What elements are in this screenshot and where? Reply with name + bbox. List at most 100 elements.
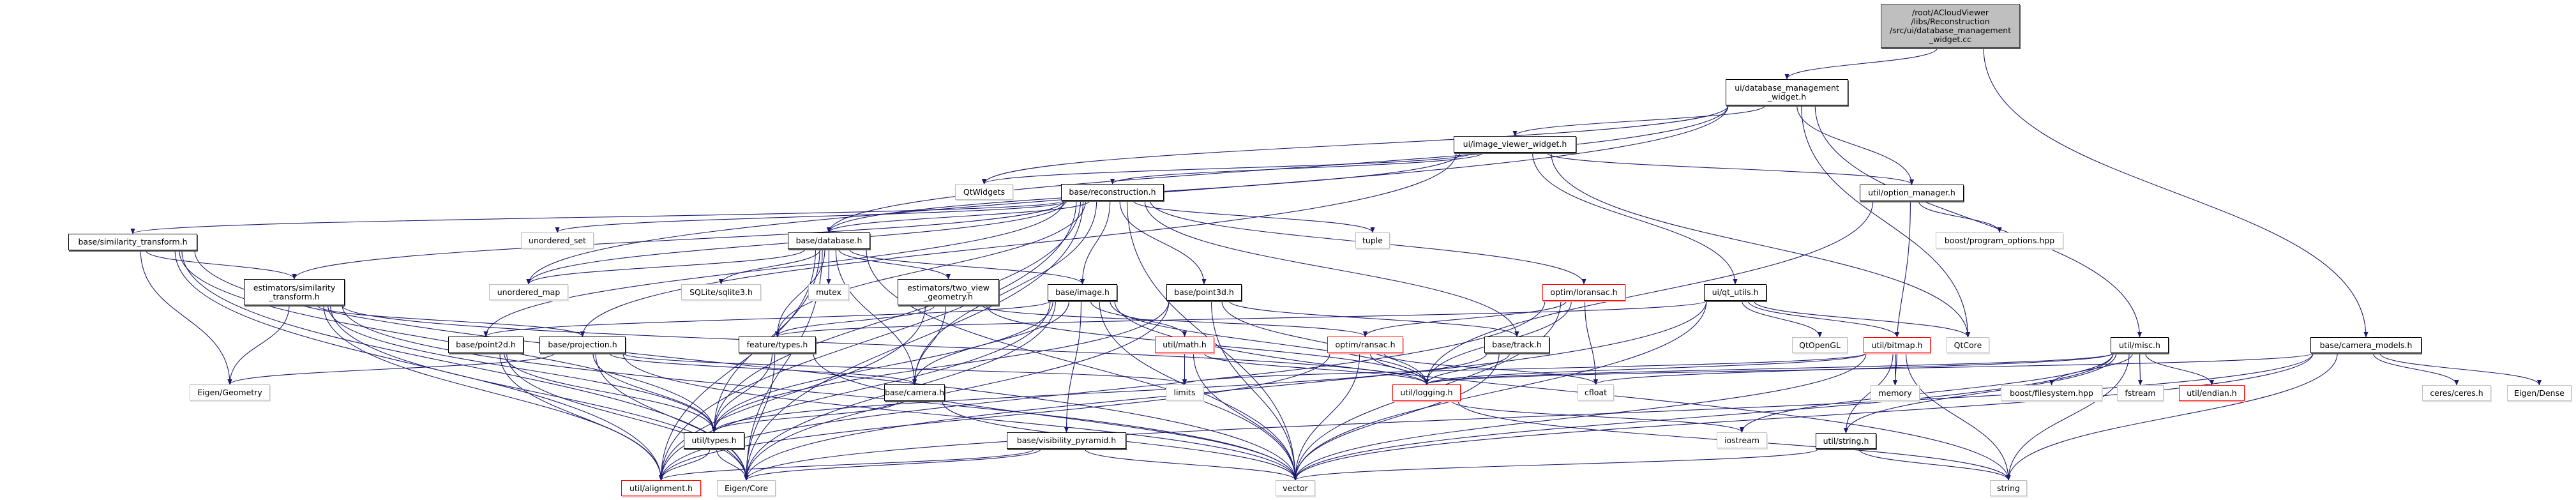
node-ransac[interactable]: optim/ransac.h	[1327, 337, 1403, 353]
node-image[interactable]: base/image.h	[1048, 284, 1117, 301]
node-misc[interactable]: util/misc.h	[2111, 337, 2169, 353]
edge-track-to-logging	[1424, 352, 1510, 385]
edge-ransac-to-cfloat	[1383, 352, 1598, 385]
edge-ftypes-to-types	[711, 352, 773, 433]
edge-estsim-to-alignment	[323, 305, 664, 481]
edge-vispyr-to-vector	[1084, 448, 1298, 481]
edge-misc-to-logging	[1424, 352, 2114, 385]
edge-projection-to-types	[592, 352, 717, 433]
edge-ustring-to-string	[1858, 448, 2011, 481]
edge-cammodels-to-ceres	[2372, 352, 2459, 386]
node-qtcore: QtCore	[1947, 337, 1989, 353]
node-bitmap[interactable]: util/bitmap.h	[1864, 337, 1931, 353]
edge-twoview-to-ftypes	[774, 305, 935, 337]
node-ivw[interactable]: ui/image_viewer_widget.h	[1454, 136, 1576, 153]
edge-twoview-to-alignment	[658, 305, 926, 481]
node-optmgr[interactable]: util/option_manager.h	[1860, 185, 1964, 201]
edge-recon-to-point3d	[1119, 200, 1207, 285]
node-alignment[interactable]: util/alignment.h	[621, 480, 701, 496]
edge-recon-to-eicore	[744, 200, 1084, 481]
edge-track-to-vector	[1293, 352, 1500, 481]
edge-database-to-unmap	[526, 248, 806, 285]
node-simtf[interactable]: base/similarity_transform.h	[68, 234, 197, 250]
edge-point2d-to-alignment	[499, 352, 664, 481]
edge-estsim-to-types	[328, 305, 717, 433]
edge-qtutils-to-bitmap	[1747, 300, 1900, 338]
edge-misc-to-string	[2006, 352, 2130, 481]
edge-bitmap-to-string	[1905, 352, 2011, 481]
edge-cammodels-to-eicore	[744, 352, 2314, 481]
edge-point3d-to-eicore	[744, 300, 1170, 481]
node-vispyr[interactable]: base/visibility_pyramid.h	[1007, 432, 1126, 449]
node-endian[interactable]: util/endian.h	[2179, 385, 2245, 401]
edge-estsim-to-projection	[317, 305, 585, 337]
edge-twoview-to-ransac	[981, 305, 1367, 337]
edge-simtf-to-eigeo	[140, 250, 232, 385]
edge-optmgr-to-memory	[1892, 201, 1911, 386]
node-root: /root/ACloudViewer /libs/Reconstruction …	[1881, 4, 2020, 48]
edge-image-to-vispyr	[1064, 300, 1082, 433]
edge-vispyr-to-eicore	[744, 448, 1041, 481]
edge-cammodels-to-logging	[1424, 352, 2314, 385]
edge-simtf-to-estsim	[145, 250, 297, 280]
node-cammodels[interactable]: base/camera_models.h	[2310, 337, 2422, 353]
node-ceres: ceres/ceres.h	[2422, 385, 2491, 401]
node-point2d[interactable]: base/point2d.h	[448, 337, 523, 353]
node-recon[interactable]: base/reconstruction.h	[1061, 184, 1164, 201]
edge-point3d-to-types	[711, 300, 1170, 433]
edge-estsim-to-vector	[342, 305, 1298, 481]
node-track[interactable]: base/track.h	[1484, 337, 1549, 353]
edge-logging-to-iostream	[1451, 400, 1744, 433]
edge-ustring-to-vector	[1293, 448, 1819, 481]
edge-recon-to-unset	[555, 200, 1069, 233]
node-sqlite: SQLite/sqlite3.h	[681, 284, 761, 300]
node-logging[interactable]: util/logging.h	[1392, 384, 1461, 401]
node-loransac[interactable]: optim/loransac.h	[1542, 284, 1625, 301]
edge-simtf-to-types	[179, 250, 717, 433]
edge-loransac-to-ransac	[1362, 300, 1567, 337]
edge-ivw-to-projection	[580, 152, 1457, 337]
edge-ransac-to-vector	[1293, 352, 1360, 481]
node-estsim[interactable]: estimators/similarity _transform.h	[244, 279, 345, 305]
edge-misc-to-ustring	[1843, 352, 2117, 434]
edge-database-to-image	[848, 248, 1085, 285]
node-qtwidgets: QtWidgets	[955, 184, 1013, 200]
node-qtopengl: QtOpenGL	[1792, 337, 1848, 353]
node-ftypes[interactable]: feature/types.h	[739, 337, 816, 353]
node-twoview[interactable]: estimators/two_view _geometry.h	[898, 279, 999, 305]
node-point3d[interactable]: base/point3d.h	[1166, 284, 1242, 301]
node-iostream: iostream	[1717, 432, 1767, 448]
node-eicore: Eigen/Core	[717, 480, 776, 496]
edge-database-to-sqlite	[718, 248, 821, 285]
node-qtutils[interactable]: ui/qt_utils.h	[1704, 284, 1766, 301]
edge-image-to-math	[1090, 300, 1187, 337]
node-vector: vector	[1276, 480, 1315, 496]
node-dmw[interactable]: ui/database_management _widget.h	[1726, 79, 1848, 105]
node-math[interactable]: util/math.h	[1155, 337, 1214, 353]
edge-recon-to-estsim	[292, 200, 1064, 280]
edge-ftypes-to-eicore	[744, 352, 776, 481]
edge-recon-to-database	[827, 200, 1090, 233]
edge-misc-to-fstream	[2137, 352, 2143, 386]
edge-misc-to-iostream	[1739, 352, 2114, 433]
edge-dmw-to-qtcore	[1801, 105, 1971, 338]
edge-projection-to-limits	[622, 352, 1187, 385]
edge-bitmap-to-vector	[1293, 352, 1867, 481]
node-projection[interactable]: base/projection.h	[539, 337, 626, 353]
edge-recon-to-camera	[912, 200, 1097, 385]
node-camera[interactable]: base/camera.h	[884, 384, 945, 401]
edge-optmgr-to-progopts	[1918, 201, 2002, 233]
node-types[interactable]: util/types.h	[684, 432, 744, 449]
edge-qtutils-to-ftypes	[775, 300, 1707, 337]
node-eidense: Eigen/Dense	[2507, 385, 2572, 401]
edge-qtutils-to-vector	[1293, 300, 1707, 481]
node-unset: unordered_set	[521, 232, 594, 248]
edge-root-to-dmw	[1784, 47, 1938, 80]
node-ustring[interactable]: util/string.h	[1816, 433, 1876, 449]
edge-types-to-alignment	[658, 448, 711, 481]
node-database[interactable]: base/database.h	[788, 232, 870, 249]
edge-estsim-to-eigeo	[227, 305, 290, 385]
edge-ransac-to-alignment	[658, 352, 1330, 481]
